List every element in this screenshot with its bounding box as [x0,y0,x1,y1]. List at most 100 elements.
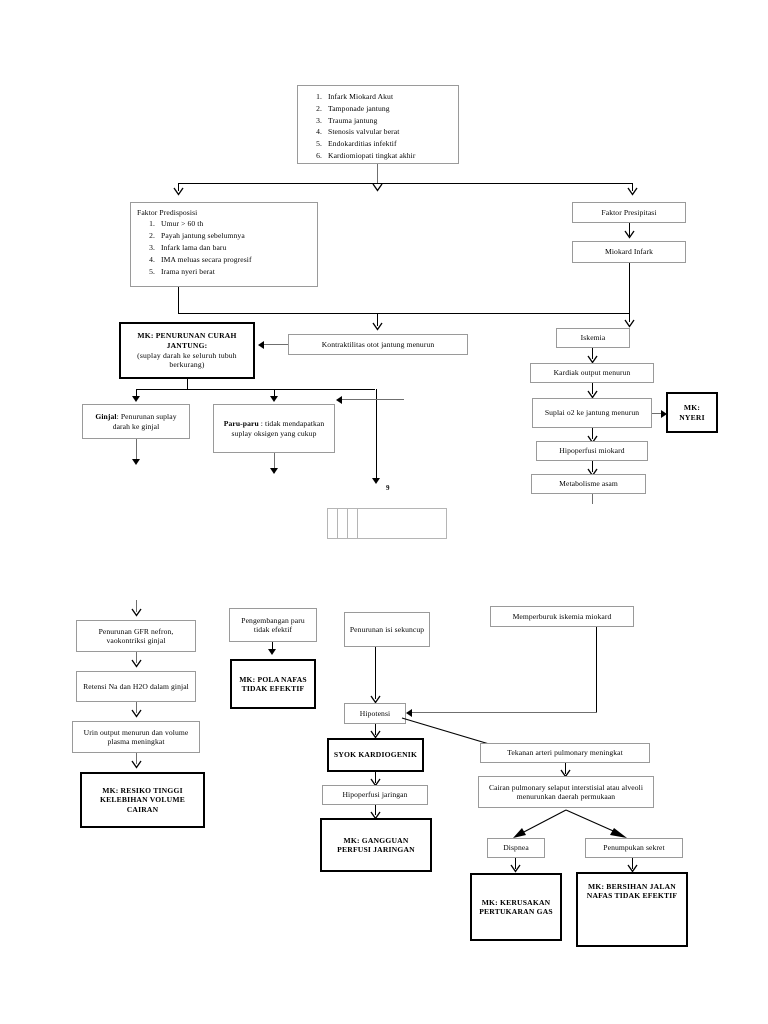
table-cell [338,509,348,538]
arrowhead-left-icon [258,341,264,349]
ginjal-label-bold: Ginjal [95,412,117,422]
connector-urin-to-mk [136,753,137,764]
list-item: IMA meluas secara progresif [157,254,311,266]
list-item: Infark Miokard Akut [324,91,452,103]
node-pengembangan-paru: Pengembangan paru tidak efektif [229,608,317,642]
connector-kontraktilitas-to-mk [264,344,288,345]
connector-mk-curah-stem [187,379,189,389]
arrowhead-down-icon [173,187,184,196]
faktor-predisposisi-items: Umur > 60 th Payah jantung sebelumnya In… [137,218,311,277]
arrowhead-down-icon [131,760,142,769]
node-metabolisme-asam: Metabolisme asam [531,474,646,494]
node-kardiak-output-menurun: Kardiak output menurun [530,363,654,383]
node-penurunan-isi-sekuncup: Penurunan isi sekuncup [344,612,430,647]
list-item: Umur > 60 th [157,218,311,230]
connector-miokard-stem [629,263,631,314]
node-faktor-predisposisi: Faktor Predisposisi Umur > 60 th Payah j… [130,202,318,287]
arrowhead-down-icon [370,695,381,704]
arrowhead-down-icon [131,709,142,718]
list-item: Tamponade jantung [324,103,452,115]
connector-gfr-top [136,600,137,612]
connector-sekret-to-mk [632,858,634,869]
node-cairan-pulmonary: Cairan pulmonary selaput interstisial at… [478,776,654,808]
node-mk-resiko-tinggi-kelebihan-volume-cairan: MK: RESIKO TINGGI KELEBIHAN VOLUME CAIRA… [80,772,205,828]
arrowhead-left-icon [406,709,412,717]
list-item: Kardiomiopati tingkat akhir [324,150,452,162]
connector-predisposisi-stem [178,287,180,314]
table-cell [348,509,358,538]
node-hipoperfusi-jaringan: Hipoperfusi jaringan [322,785,428,805]
arrowhead-down-icon [372,183,383,192]
connector-bus-to-ginjal [136,389,138,399]
paru-label-bold: Paru-paru [223,419,259,429]
arrowhead-down-icon [624,230,635,239]
arrowhead-down-icon [587,390,598,399]
connector-paru-down [274,453,275,473]
node-memperburuk-iskemia-miokard: Memperburuk iskemia miokard [490,606,634,627]
arrowhead-down-icon [370,730,381,739]
connector-ginjal-down [136,439,137,463]
paru-label-rest: : tidak mendapatkan suplay oksigen yang … [231,419,325,438]
list-item: Stenosis valvular berat [324,126,452,138]
arrowhead-down-icon [510,864,521,873]
connector-hipoperfusi-to-mk-gangguan [375,805,377,815]
arrowhead-down-icon [627,187,638,196]
node-mk-nyeri: MK: NYERI [666,392,718,433]
table-cell [358,509,446,538]
node-hipoperfusi-miokard: Hipoperfusi miokard [536,441,648,461]
connector-incoming-right [342,399,404,400]
node-syok-kardiogenik: SYOK KARDIOGENIK [327,738,424,772]
node-mk-gangguan-perfusi-jaringan: MK: GANGGUAN PERFUSI JARINGAN [320,818,432,872]
node-paru-paru: Paru-paru : tidak mendapatkan suplay oks… [213,404,335,453]
connector-hipoperfusi-to-metabolisme [592,461,594,472]
page-marker: 9 [386,484,390,492]
connector-bus-center-drop [376,389,378,481]
node-mk-kerusakan-pertukaran-gas: MK: KERUSAKAN PERTUKARAN GAS [470,873,562,941]
node-retensi-na-h2o: Retensi Na dan H2O dalam ginjal [76,671,196,702]
arrowhead-down-icon [132,396,140,402]
connector-presipitasi-to-miokard [629,223,631,236]
connector-pengembangan-to-mk [272,642,274,653]
mk-penurunan-curah-title: MK: PENURUNAN CURAH JANTUNG: [137,331,237,350]
arrowhead-down-icon [624,319,635,328]
node-iskemia: Iskemia [556,328,630,348]
mk-penurunan-curah-subtitle: (suplay darah ke seluruh tubuh berkurang… [137,351,237,370]
node-faktor-presipitasi: Faktor Presipitasi [572,202,686,223]
node-dispnea: Dispnea [487,838,545,858]
arrowhead-right-icon [661,410,667,418]
connector-bus-to-iskemia [629,313,631,322]
connector-metabolisme-down [592,494,593,504]
connector-gfr-to-retensi [136,652,137,663]
arrowhead-down-icon [372,322,383,331]
arrowhead-down-icon [268,649,276,655]
connector-hipotensi-to-syok [375,724,377,735]
connector-cairan-fork [500,808,660,849]
arrowhead-down-icon [372,478,380,484]
arrowhead-down-icon [270,396,278,402]
table-cell [328,509,338,538]
connector-suplai-to-hipoperfusi [592,428,594,439]
node-mk-penurunan-curah-jantung: MK: PENURUNAN CURAH JANTUNG: (suplay dar… [119,322,255,379]
arrowhead-down-icon [560,769,571,778]
ginjal-label-rest: : Penurunan suplay darah ke ginjal [112,412,177,431]
arrowhead-down-icon [132,459,140,465]
connector-iskemia-to-kardiak [592,348,594,359]
node-mk-bersihan-jalan-nafas: MK: BERSIHAN JALAN NAFAS TIDAK EFEKTIF [576,872,688,947]
list-item: Payah jantung sebelumnya [157,230,311,242]
node-urin-output: Urin output menurun dan volume plasma me… [72,721,200,753]
connector-suplai-to-nyeri [652,413,664,414]
connector-etiologi-stem [377,164,378,183]
node-penumpukan-sekret: Penumpukan sekret [585,838,683,858]
connector-dispnea-to-mk [515,858,517,869]
etiologi-items: Infark Miokard Akut Tamponade jantung Tr… [304,91,452,162]
arrowhead-down-icon [131,659,142,668]
arrowhead-down-icon [370,778,381,787]
connector-bus-left-drop [178,183,180,191]
list-item: Endokarditias infektif [324,138,452,150]
arrowhead-down-icon [131,608,142,617]
arrowhead-down-icon [587,355,598,364]
list-item: Trauma jantung [324,115,452,127]
node-kontraktilitas-otot-jantung: Kontraktilitas otot jantung menurun [288,334,468,355]
node-mk-pola-nafas-tidak-efektif: MK: POLA NAFAS TIDAK EFEKTIF [230,659,316,709]
